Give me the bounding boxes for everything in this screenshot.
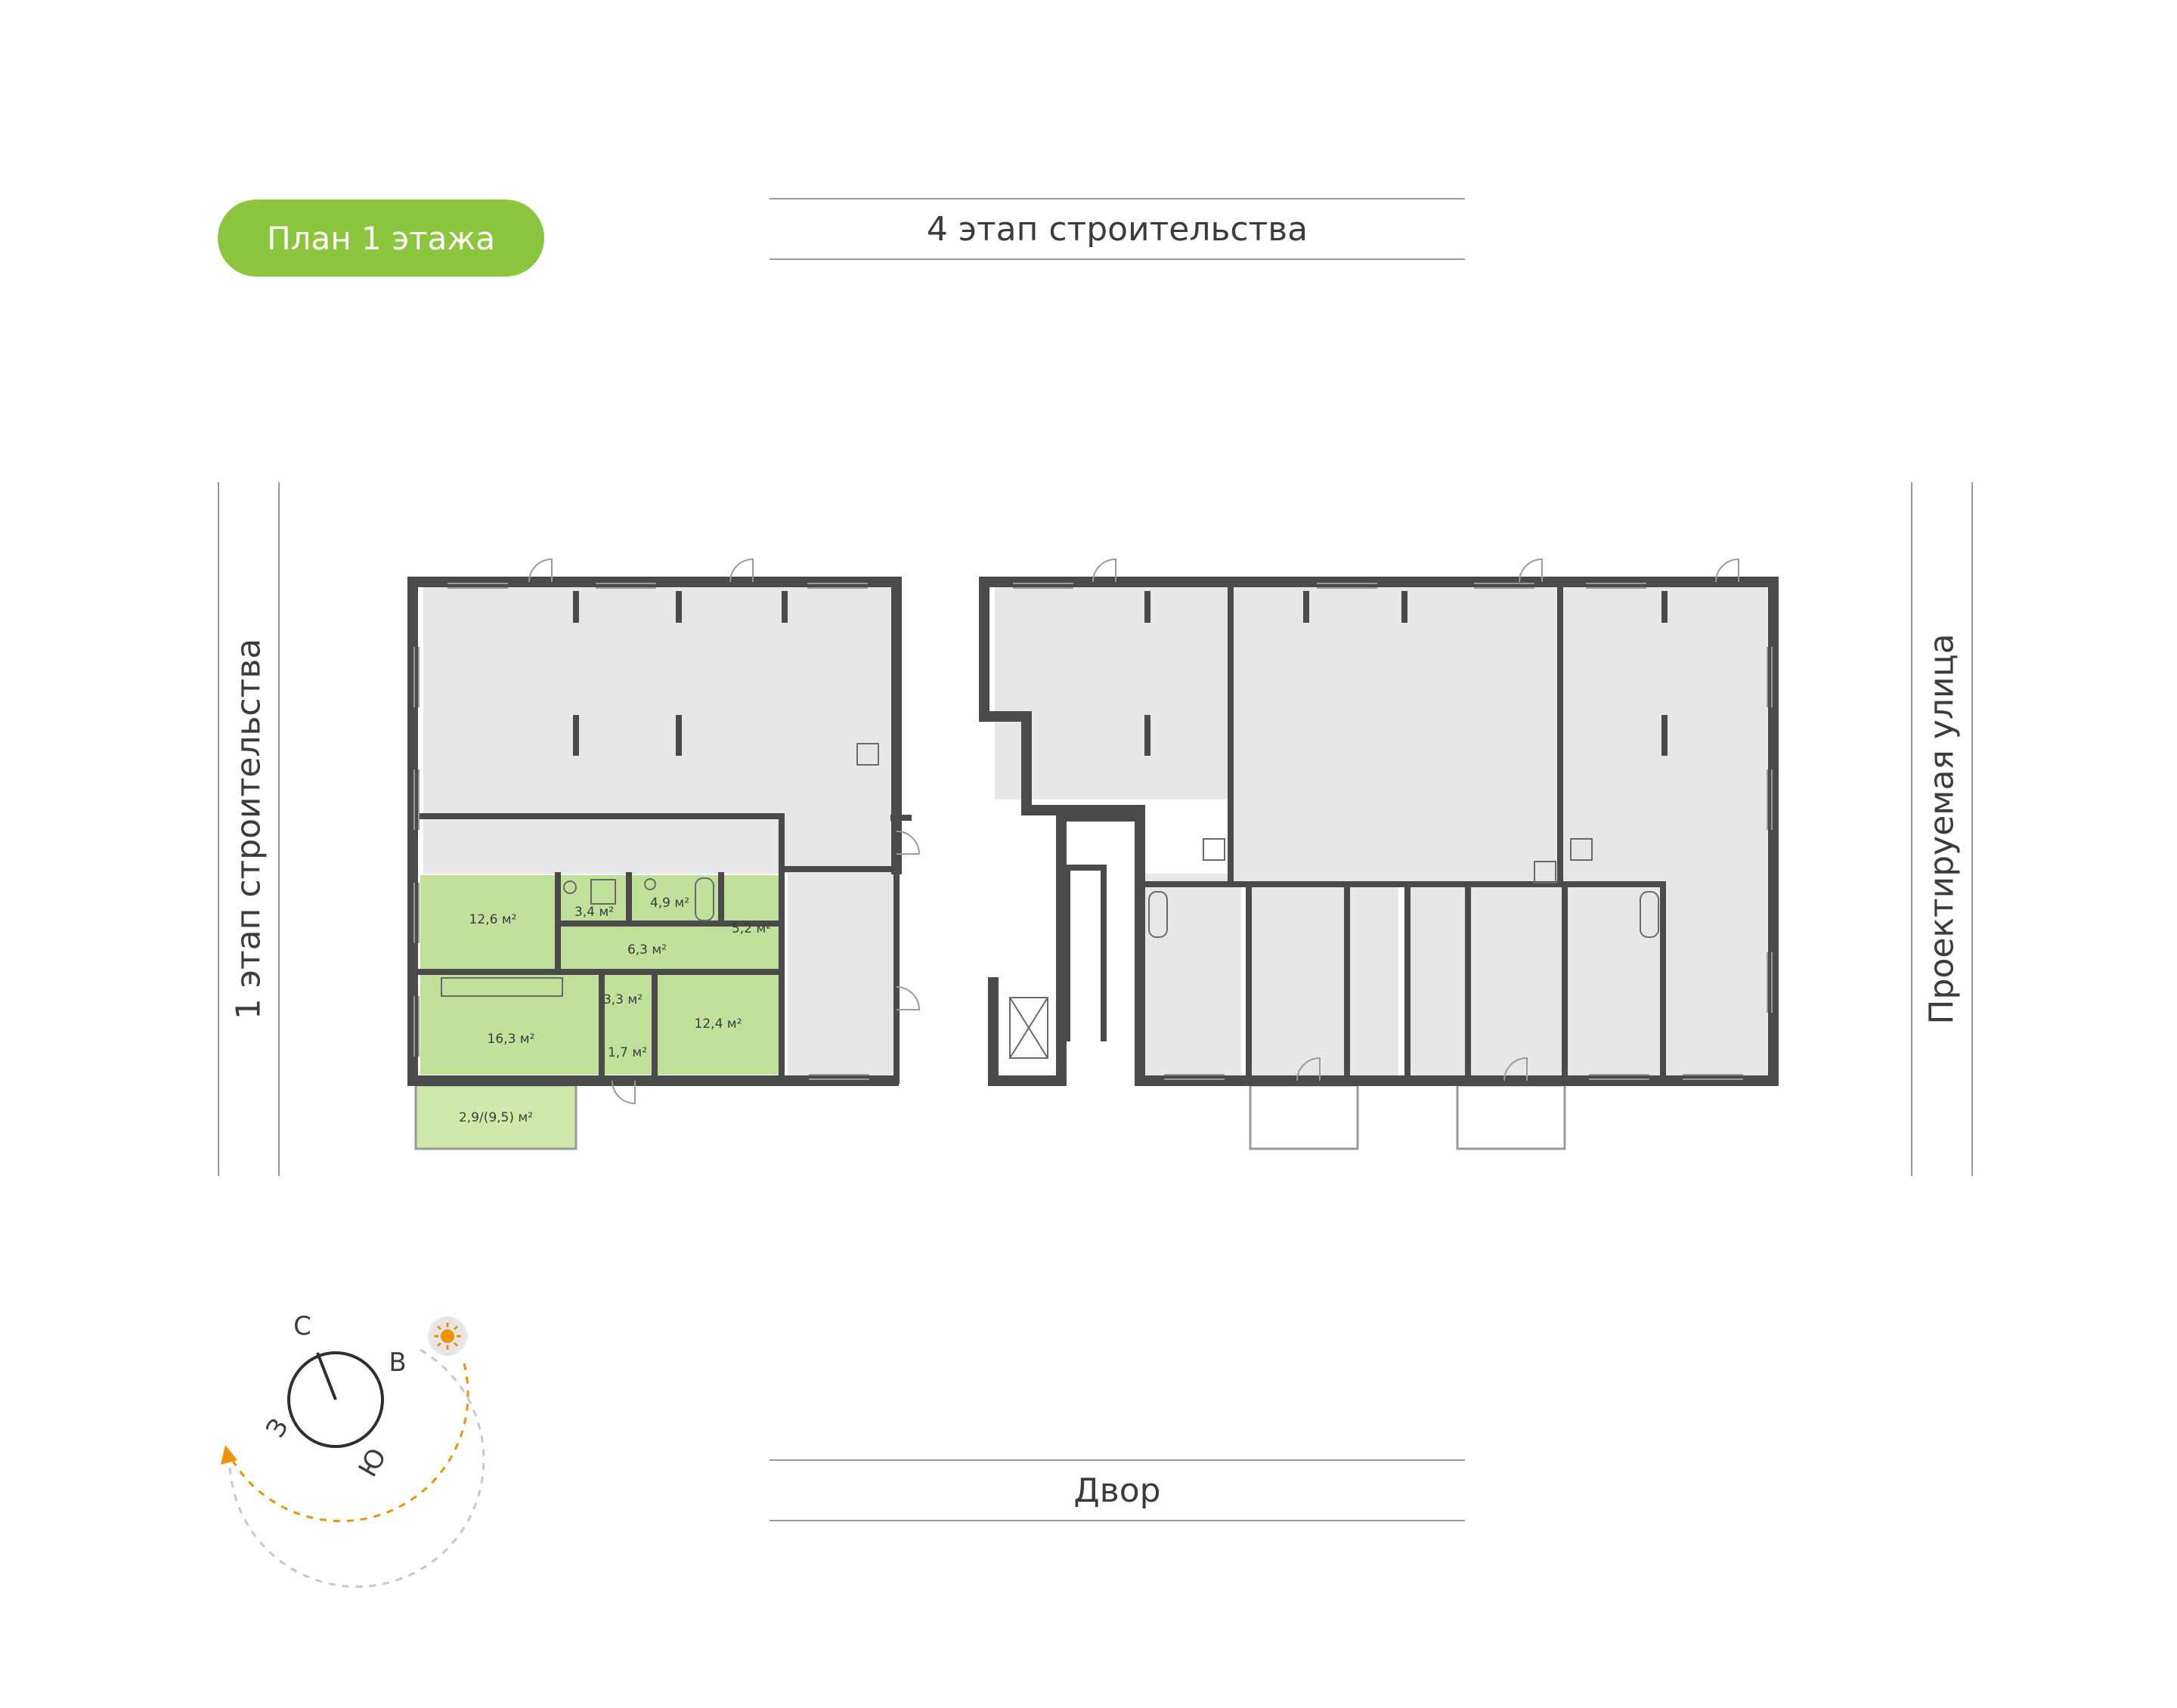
sun-icon bbox=[428, 1317, 467, 1356]
doors bbox=[528, 558, 1739, 1105]
shower-icon-4 bbox=[1570, 838, 1593, 861]
window-top-row bbox=[447, 583, 1646, 589]
area-storage: 5,2 м² bbox=[732, 921, 771, 936]
apt-kitchen bbox=[420, 975, 602, 1075]
elevator-icon bbox=[1009, 997, 1048, 1059]
bottom-yard-label: Двор bbox=[770, 1459, 1465, 1521]
room-fills bbox=[423, 586, 1769, 1078]
top-neighbor-label: 4 этап строительства bbox=[770, 198, 1465, 260]
lobby-room bbox=[788, 818, 895, 1078]
door-top-2 bbox=[729, 558, 754, 583]
unit-lower-c bbox=[1407, 881, 1468, 1078]
wall-piers bbox=[573, 591, 1668, 756]
window-bottom-row bbox=[809, 1074, 1743, 1080]
wall-outer-left-block bbox=[407, 577, 902, 1086]
wall-partition-2 bbox=[1137, 881, 1666, 1084]
door-top-1 bbox=[528, 558, 553, 583]
apt-hall bbox=[602, 972, 655, 1032]
area-closet: 1,7 м² bbox=[608, 1045, 647, 1060]
compass-north: С bbox=[293, 1311, 311, 1341]
window-right-col bbox=[1767, 647, 1773, 1013]
compass-needle bbox=[316, 1352, 337, 1400]
apt-balcony bbox=[414, 1084, 578, 1150]
toilet-icon bbox=[563, 880, 577, 894]
wall-left-mid-block bbox=[979, 577, 1145, 815]
door-top-3 bbox=[1092, 558, 1116, 583]
area-corridor: 6,3 м² bbox=[627, 942, 667, 958]
wall-outer-right-block bbox=[979, 577, 1779, 1086]
sink-icon bbox=[644, 878, 656, 890]
commercial-room-mid bbox=[995, 586, 1229, 800]
unit-lower-f bbox=[1663, 881, 1769, 1078]
unit-lower-d bbox=[1466, 881, 1565, 1078]
door-bottom-3 bbox=[1503, 1057, 1528, 1081]
area-kitchen: 16,3 м² bbox=[488, 1032, 535, 1047]
left-neighbor-label: 1 этап строительства bbox=[218, 482, 280, 1176]
wall-corridor bbox=[890, 617, 912, 1084]
shower-icon-3 bbox=[1534, 861, 1556, 883]
walls bbox=[407, 577, 1779, 1086]
right-street-label: Проектируемая улица bbox=[1911, 482, 1973, 1176]
compass-south: Ю bbox=[353, 1443, 393, 1483]
shower-icon-5 bbox=[856, 743, 879, 766]
wall-apt-inner bbox=[413, 866, 900, 1084]
bottom-yard-text: Двор bbox=[1073, 1471, 1161, 1510]
wall-partition-1 bbox=[1228, 583, 1563, 887]
top-neighbor-text: 4 этап строительства bbox=[926, 209, 1308, 249]
door-bottom-apt bbox=[612, 1080, 636, 1105]
apartment-area-labels: 12,6 м² 3,4 м² 4,9 м² 6,3 м² 5,2 м² 16,3… bbox=[459, 896, 771, 1125]
floor-plan-badge: План 1 этажа bbox=[218, 200, 544, 277]
door-top-4 bbox=[1519, 558, 1543, 583]
apt-bedroom bbox=[655, 972, 782, 1075]
bathtub-icon-3 bbox=[1640, 891, 1659, 938]
sun-path-dashed bbox=[228, 1348, 485, 1588]
wall-stairwell bbox=[988, 811, 1145, 1086]
commercial-room-center bbox=[1234, 586, 1557, 881]
window-left-col bbox=[413, 647, 420, 1057]
compass: С В Ю З bbox=[221, 1311, 485, 1588]
area-bath2: 4,9 м² bbox=[650, 896, 689, 911]
fixtures bbox=[441, 743, 1659, 1059]
commercial-room-right-lower bbox=[1141, 874, 1241, 1078]
area-hall: 3,3 м² bbox=[603, 992, 643, 1007]
unit-lower-a bbox=[1249, 881, 1362, 1078]
balcony-lower-2 bbox=[1456, 1084, 1566, 1150]
windows bbox=[413, 583, 1773, 1080]
floor-plan-badge-label: План 1 этажа bbox=[267, 219, 495, 257]
area-living: 12,6 м² bbox=[469, 912, 517, 927]
door-top-5 bbox=[1715, 558, 1739, 583]
apt-living bbox=[420, 875, 556, 972]
apt-closet bbox=[602, 1032, 655, 1075]
shower-icon-2 bbox=[1203, 838, 1225, 861]
sun-path-orange bbox=[228, 1363, 469, 1523]
door-bottom-2 bbox=[1296, 1057, 1321, 1081]
area-bath: 3,4 м² bbox=[574, 905, 614, 920]
door-entrance-1 bbox=[896, 831, 921, 855]
unit-lower-e bbox=[1565, 881, 1663, 1078]
sun-path-arrow-icon bbox=[221, 1445, 237, 1465]
bathtub-icon-2 bbox=[1148, 891, 1168, 938]
kitchen-counter-icon bbox=[441, 977, 563, 997]
area-balcony: 2,9/(9,5) м² bbox=[459, 1110, 533, 1125]
shower-icon bbox=[590, 879, 616, 905]
elevator-cross-icon bbox=[1009, 997, 1048, 1059]
unit-lower-b bbox=[1353, 881, 1398, 1078]
apt-corridor bbox=[558, 924, 721, 972]
bathtub-icon bbox=[695, 877, 714, 921]
compass-west: З bbox=[260, 1413, 295, 1443]
door-entrance-2 bbox=[896, 986, 921, 1010]
wall-stair-inner bbox=[1064, 865, 1107, 1041]
area-bedroom: 12,4 м² bbox=[695, 1016, 742, 1032]
balcony-lower-1 bbox=[1249, 1084, 1359, 1150]
wall-left-inner-top bbox=[413, 813, 785, 1084]
compass-east: В bbox=[389, 1348, 406, 1378]
